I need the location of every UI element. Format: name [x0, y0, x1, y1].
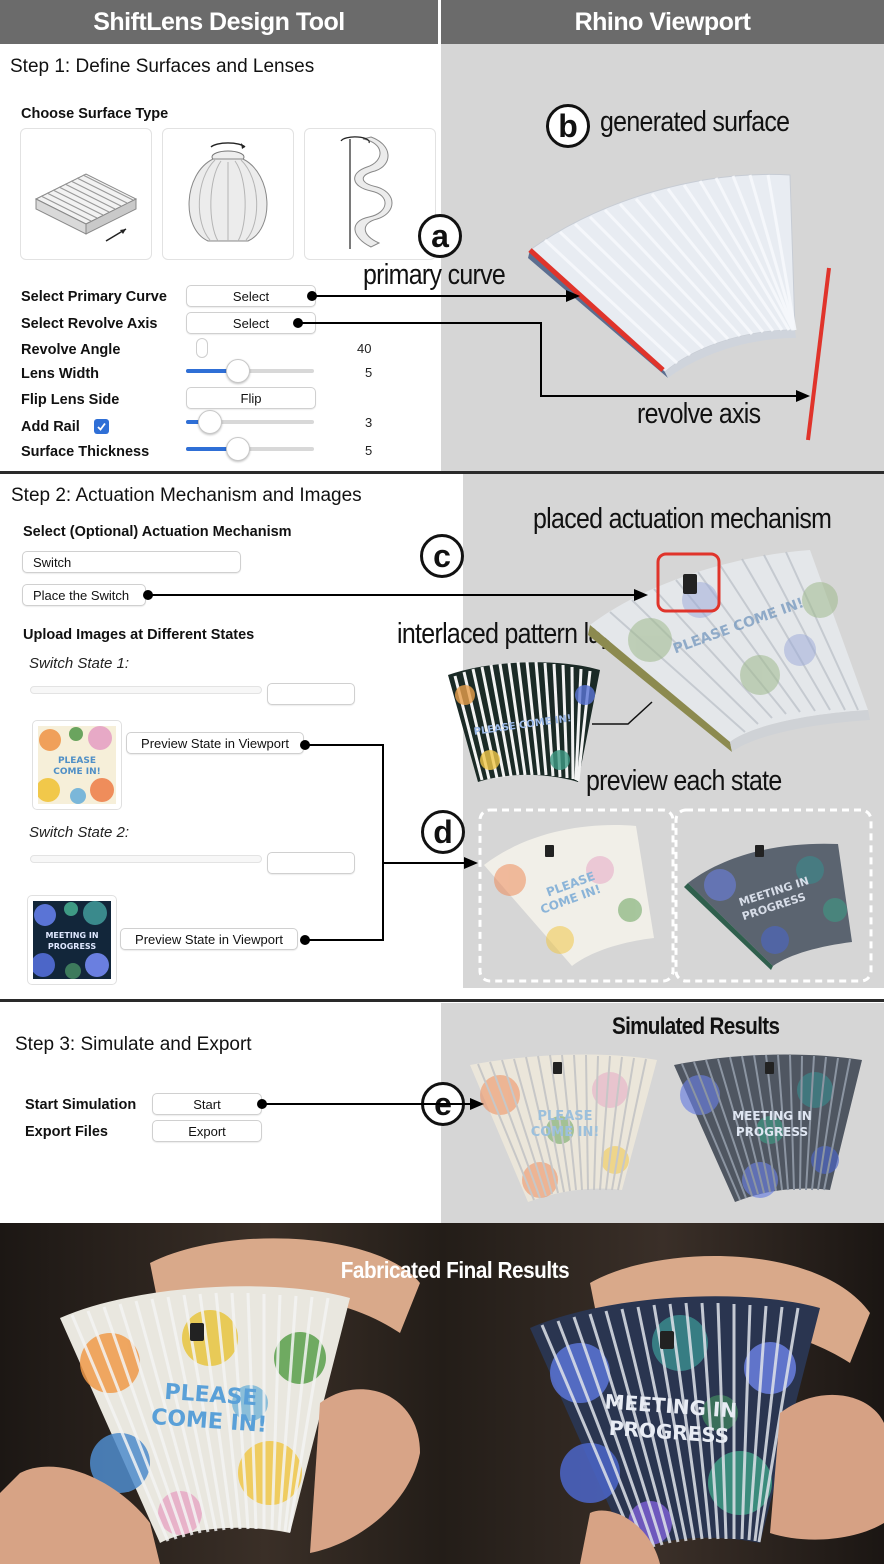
photo-right-text: MEETING IN PROGRESS — [603, 1389, 738, 1449]
surface-thickness-knob[interactable] — [226, 437, 250, 461]
flip-lens-side-button[interactable]: Flip — [186, 387, 316, 409]
step1-viewport-graphics — [293, 173, 831, 441]
photo-left-text: PLEASE COME IN! — [150, 1379, 268, 1438]
add-rail-fill — [186, 420, 208, 424]
flip-lens-side-label: Flip Lens Side — [21, 392, 120, 408]
extruded-surface-icon — [34, 173, 138, 242]
separator-step1 — [0, 471, 884, 474]
select-revolve-axis-button[interactable]: Select — [186, 312, 316, 334]
state1-browse-button[interactable] — [267, 683, 355, 705]
export-files-label: Export Files — [25, 1124, 108, 1140]
select-revolve-axis-label: Select Revolve Axis — [21, 316, 158, 332]
surface-thickness-slider[interactable] — [186, 447, 314, 451]
state2-path-field[interactable] — [30, 855, 262, 863]
add-rail-value: 3 — [365, 415, 373, 430]
fabricated-results-title: Fabricated Final Results — [340, 1257, 570, 1283]
revolve-axis-line — [806, 267, 831, 441]
interlaced-pattern-layer — [448, 661, 600, 782]
sim2-text-line2: PROGRESS — [736, 1125, 808, 1139]
place-switch-button[interactable]: Place the Switch — [22, 584, 146, 606]
svg-text:PLEASE: PLEASE — [58, 756, 96, 766]
preview-state1-fan — [484, 825, 654, 966]
start-simulation-label: Start Simulation — [25, 1097, 137, 1113]
sim1-text-line1: PLEASE — [538, 1109, 593, 1124]
step3-title: Step 3: Simulate and Export — [15, 1034, 252, 1055]
fabricated-fans-illustration — [0, 1238, 884, 1564]
switch-state-1-label: Switch State 1: — [29, 655, 130, 672]
step2-viewport-graphics: PLEASE COME IN! PLEASE COME IN! PLEASE C… — [143, 550, 873, 983]
svg-text:COME IN!: COME IN! — [53, 767, 100, 777]
surface-type-revolved[interactable] — [162, 128, 294, 260]
add-rail-slider[interactable] — [186, 420, 314, 424]
surface-thickness-label: Surface Thickness — [21, 444, 150, 460]
lens-width-slider[interactable] — [186, 369, 314, 373]
twisted-surface-icon — [340, 136, 393, 249]
revolve-angle-label: Revolve Angle — [21, 342, 121, 358]
fabricated-results-photo: Fabricated Final Results PLEASE COME IN!… — [0, 1223, 884, 1564]
state1-image-thumb[interactable]: PLEASE COME IN! — [32, 720, 122, 810]
preview-state2-fan — [684, 843, 852, 970]
label-b-circle: b — [546, 104, 590, 148]
step3-viewport-graphics: PLEASE COME IN! MEETING IN PROGRESS — [257, 1054, 862, 1202]
state1-path-field[interactable] — [30, 686, 262, 694]
placed-mechanism-fan — [588, 550, 870, 752]
export-files-button[interactable]: Export — [152, 1120, 262, 1142]
revolved-lamp-icon — [188, 142, 268, 242]
label-c-circle: c — [420, 534, 464, 578]
state2-image: MEETING IN PROGRESS — [31, 901, 111, 979]
add-rail-knob[interactable] — [198, 410, 222, 434]
svg-text:PROGRESS: PROGRESS — [48, 942, 96, 951]
sim1-text-line2: COME IN! — [531, 1125, 600, 1140]
checkmark-icon — [97, 422, 106, 431]
svg-text:MEETING IN: MEETING IN — [45, 931, 98, 940]
generated-surface-model — [528, 173, 797, 378]
choose-surface-type-label: Choose Surface Type — [21, 106, 169, 122]
lens-width-value: 5 — [365, 365, 373, 380]
state1-preview-button[interactable]: Preview State in Viewport — [126, 732, 304, 754]
state2-preview-button[interactable]: Preview State in Viewport — [120, 928, 298, 950]
switch-state-2-label: Switch State 2: — [29, 824, 130, 841]
add-rail-checkbox[interactable] — [94, 419, 109, 434]
lens-width-label: Lens Width — [21, 366, 100, 382]
surface-thickness-fill — [186, 447, 236, 451]
header-design-tool: ShiftLens Design Tool — [0, 0, 438, 44]
surface-thickness-value: 5 — [365, 443, 373, 458]
label-d-circle: d — [421, 810, 465, 854]
generated-surface-annotation: generated surface — [600, 106, 790, 138]
surface-type-extruded[interactable] — [20, 128, 152, 260]
simulated-fan-1 — [470, 1054, 657, 1202]
revolve-angle-value: 40 — [357, 341, 372, 356]
revolve-angle-slider[interactable] — [196, 338, 208, 358]
state2-image-thumb[interactable]: MEETING IN PROGRESS — [27, 895, 117, 985]
state1-image: PLEASE COME IN! — [36, 726, 116, 804]
simulated-fan-2 — [674, 1054, 862, 1202]
select-mechanism-label: Select (Optional) Actuation Mechanism — [23, 524, 292, 540]
placed-mechanism-annotation: placed actuation mechanism — [533, 503, 832, 535]
upload-images-label: Upload Images at Different States — [23, 627, 255, 643]
preview-each-state-annotation: preview each state — [586, 765, 782, 797]
select-primary-curve-label: Select Primary Curve — [21, 289, 167, 305]
surface-type-twisted[interactable] — [304, 128, 436, 260]
mechanism-dropdown[interactable]: Switch — [22, 551, 241, 573]
revolve-axis-annotation: revolve axis — [637, 398, 761, 430]
header-rhino-viewport: Rhino Viewport — [441, 0, 884, 44]
simulated-results-title: Simulated Results — [612, 1013, 780, 1040]
lens-width-fill — [186, 369, 236, 373]
primary-curve-annotation: primary curve — [363, 259, 506, 291]
state2-browse-button[interactable] — [267, 852, 355, 874]
step1-title: Step 1: Define Surfaces and Lenses — [10, 56, 315, 77]
separator-step2 — [0, 999, 884, 1002]
sim2-text-line1: MEETING IN — [732, 1109, 812, 1123]
add-rail-label: Add Rail — [21, 419, 80, 435]
lens-width-knob[interactable] — [226, 359, 250, 383]
label-a-circle: a — [418, 214, 462, 258]
step2-title: Step 2: Actuation Mechanism and Images — [11, 485, 362, 506]
